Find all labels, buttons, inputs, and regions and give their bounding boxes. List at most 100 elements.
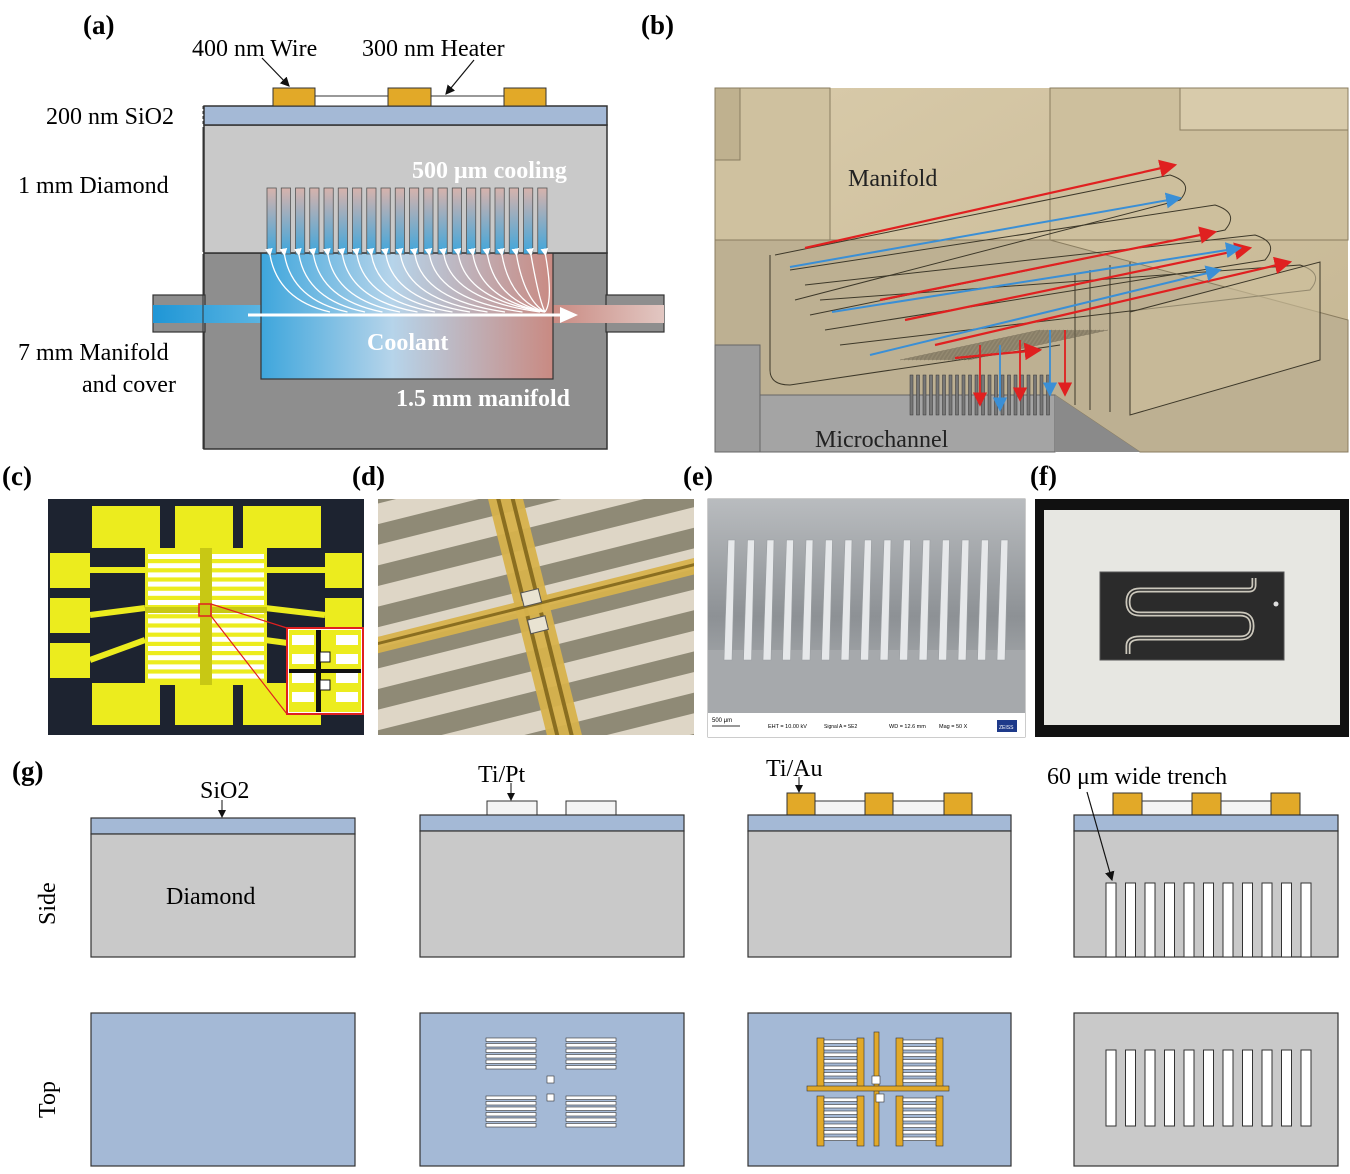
microchannel-fin xyxy=(1013,374,1018,416)
panel-label-a: (a) xyxy=(83,10,114,40)
side1-sio2 xyxy=(90,817,356,835)
inset-line xyxy=(292,673,314,683)
streamline xyxy=(308,247,383,313)
tipt-line xyxy=(485,1101,537,1106)
microchannel-fin xyxy=(1000,374,1005,416)
cooling-channel xyxy=(523,187,534,255)
sem-fin xyxy=(840,539,853,661)
cooling-channel xyxy=(309,187,320,255)
microchannel-fin xyxy=(1046,374,1050,416)
coolant-label: Coolant xyxy=(367,330,448,356)
trench-slot xyxy=(1222,1049,1234,1127)
tipt-line xyxy=(485,1054,537,1059)
row-label-side: Side xyxy=(35,882,61,925)
microchannel-fin xyxy=(968,374,972,416)
streamline xyxy=(468,247,546,313)
diamond-text: Diamond xyxy=(166,884,255,910)
tipt-heater-lines xyxy=(485,1037,617,1128)
side2-diamond xyxy=(419,830,685,958)
microchannel-fin xyxy=(987,374,992,416)
trench-slot xyxy=(1164,1049,1175,1127)
panel-label-f: (f) xyxy=(1030,461,1057,491)
bond-pad xyxy=(325,553,362,588)
trench-slot xyxy=(1242,882,1253,958)
tipt-sensor xyxy=(546,1075,555,1084)
tiau-line xyxy=(902,1065,937,1070)
tiau-line xyxy=(823,1097,858,1102)
tiau-line xyxy=(902,1117,937,1122)
tipt-line xyxy=(565,1117,617,1122)
trench-slot xyxy=(1183,1049,1195,1127)
inlet-flow xyxy=(153,305,263,323)
cooling-channel xyxy=(295,187,306,255)
heater-line xyxy=(148,572,200,578)
cold-flow-arrow xyxy=(789,192,1182,268)
cooling-label: 500 μm cooling xyxy=(412,158,567,184)
wire-label: 400 nm Wire xyxy=(192,36,317,62)
channel-line xyxy=(903,329,1045,361)
tipt-line xyxy=(485,1043,537,1048)
microchannel-fin xyxy=(942,374,946,416)
tiau-line xyxy=(823,1110,858,1115)
cold-flow-arrow xyxy=(831,242,1242,313)
heater-line xyxy=(212,563,264,569)
sem-fin xyxy=(996,539,1009,661)
heater-line xyxy=(212,581,264,587)
sem-fin xyxy=(801,539,814,661)
microchannel-fin xyxy=(1026,374,1031,416)
streamline xyxy=(323,247,401,313)
manifold-wall xyxy=(769,255,1061,386)
heater-line xyxy=(148,563,200,569)
sem-fin xyxy=(723,539,736,661)
inset-line xyxy=(336,692,358,702)
sem-brand-logo: ZEISS xyxy=(999,725,1014,731)
tipt-line xyxy=(565,1043,617,1048)
microchannel-fin xyxy=(974,374,979,416)
tiau-bus xyxy=(816,1095,825,1147)
manifold-wall xyxy=(1074,262,1131,415)
heater-label: 300 nm Heater xyxy=(362,36,505,62)
channel-line xyxy=(931,329,1073,361)
heater-line xyxy=(148,600,200,605)
microchannel-fin xyxy=(981,374,985,416)
tiau-line xyxy=(902,1130,937,1135)
zoom-region xyxy=(198,603,212,617)
bond-pad xyxy=(50,598,90,633)
heater-line xyxy=(148,636,200,642)
sem-fin xyxy=(899,539,911,661)
wire-pointer xyxy=(261,57,290,87)
hot-flow-arrow xyxy=(954,342,1043,361)
microchannel-fin xyxy=(948,374,953,416)
inset-sensor xyxy=(319,651,331,663)
microchannel-fin xyxy=(1039,374,1044,416)
trench-slot xyxy=(1105,1049,1117,1127)
tiau-bus xyxy=(895,1037,904,1089)
heater-lines xyxy=(145,548,267,685)
sem-fin xyxy=(938,539,950,661)
trench-slot xyxy=(1281,882,1292,958)
panel-c-heater-layout xyxy=(48,499,364,735)
tipt-line xyxy=(565,1123,617,1128)
heater-line xyxy=(212,627,264,633)
heater-line xyxy=(148,627,200,633)
streamline xyxy=(337,247,418,313)
streamline xyxy=(497,247,546,313)
cooling-channel xyxy=(508,187,519,255)
center-bus xyxy=(145,607,267,613)
manifold-label-2: and cover xyxy=(82,372,176,398)
heater-line xyxy=(212,655,264,661)
cooling-channel xyxy=(537,187,548,255)
sem-fin xyxy=(879,539,892,661)
trench-slot xyxy=(1203,1049,1214,1127)
top1-sio2 xyxy=(90,1012,356,1167)
cooling-channel xyxy=(352,187,363,255)
channel-line xyxy=(935,329,1077,361)
panel-label-d: (d) xyxy=(352,461,385,491)
tiau-pad xyxy=(864,792,894,816)
trench-slot xyxy=(1261,882,1273,958)
tiau-line xyxy=(902,1078,937,1083)
streamline xyxy=(279,247,348,313)
tiau-line xyxy=(902,1046,937,1051)
panel-b-3d-manifold: Manifold Microchannel xyxy=(714,87,1349,453)
sem-fin xyxy=(860,539,872,661)
